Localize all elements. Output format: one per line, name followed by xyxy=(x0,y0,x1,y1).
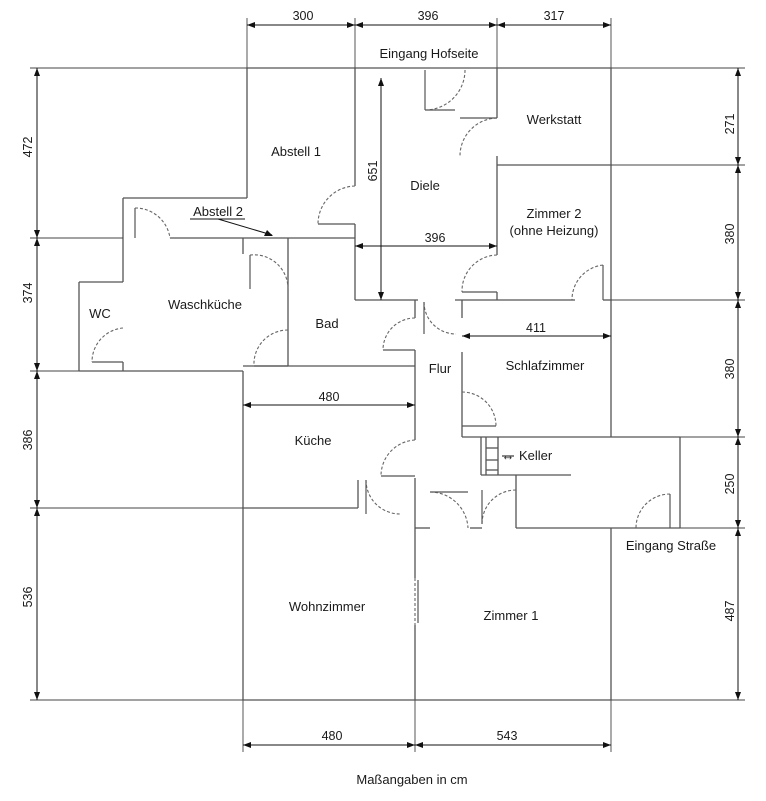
extension-lines xyxy=(30,18,745,752)
room-labels: Abstell 1 Diele Werkstatt Zimmer 2 (ohne… xyxy=(89,46,716,623)
dim-left-3: 386 xyxy=(21,430,35,451)
keller-arrow-icon: ↔ xyxy=(502,448,515,463)
dim-bottom-2: 543 xyxy=(497,729,518,743)
room-label-zimmer2: Zimmer 2 xyxy=(527,206,582,221)
footer-note: Maßangaben in cm xyxy=(356,772,467,787)
room-label-zimmer2-note: (ohne Heizung) xyxy=(510,223,599,238)
room-label-flur: Flur xyxy=(429,361,452,376)
room-label-wohnzimmer: Wohnzimmer xyxy=(289,599,366,614)
dim-kueche-width: 480 xyxy=(319,390,340,404)
dim-right-2: 380 xyxy=(723,224,737,245)
dim-top-2: 396 xyxy=(418,9,439,23)
dim-right-4: 250 xyxy=(723,474,737,495)
room-label-bad: Bad xyxy=(315,316,338,331)
room-label-keller: Keller xyxy=(519,448,553,463)
dim-diele-height: 651 xyxy=(366,161,380,182)
room-label-schlafzimmer: Schlafzimmer xyxy=(506,358,585,373)
room-label-werkstatt: Werkstatt xyxy=(527,112,582,127)
dim-left-1: 472 xyxy=(21,137,35,158)
room-label-abstell1: Abstell 1 xyxy=(271,144,321,159)
dim-right-3: 380 xyxy=(723,359,737,380)
dim-bottom-1: 480 xyxy=(322,729,343,743)
arrowheads xyxy=(34,22,741,748)
dim-right-5: 487 xyxy=(723,601,737,622)
walls xyxy=(78,67,681,701)
room-label-waschkueche: Waschküche xyxy=(168,297,242,312)
doors xyxy=(91,69,671,625)
dimension-texts: 300 396 317 480 543 472 374 386 536 271 … xyxy=(21,9,737,743)
dim-top-3: 317 xyxy=(544,9,565,23)
room-label-diele: Diele xyxy=(410,178,440,193)
dim-schlaf-width: 411 xyxy=(526,321,546,335)
dimension-lines xyxy=(36,24,739,746)
dim-left-2: 374 xyxy=(21,283,35,304)
dim-top-1: 300 xyxy=(293,9,314,23)
room-label-zimmer1: Zimmer 1 xyxy=(484,608,539,623)
room-label-abstell2: Abstell 2 xyxy=(193,204,243,219)
entrance-label-hofseite: Eingang Hofseite xyxy=(379,46,478,61)
dim-left-4: 536 xyxy=(21,587,35,608)
room-label-kueche: Küche xyxy=(295,433,332,448)
dim-diele-width: 396 xyxy=(425,231,446,245)
dim-right-1: 271 xyxy=(723,114,737,135)
room-label-wc: WC xyxy=(89,306,111,321)
entrance-label-strasse: Eingang Straße xyxy=(626,538,716,553)
